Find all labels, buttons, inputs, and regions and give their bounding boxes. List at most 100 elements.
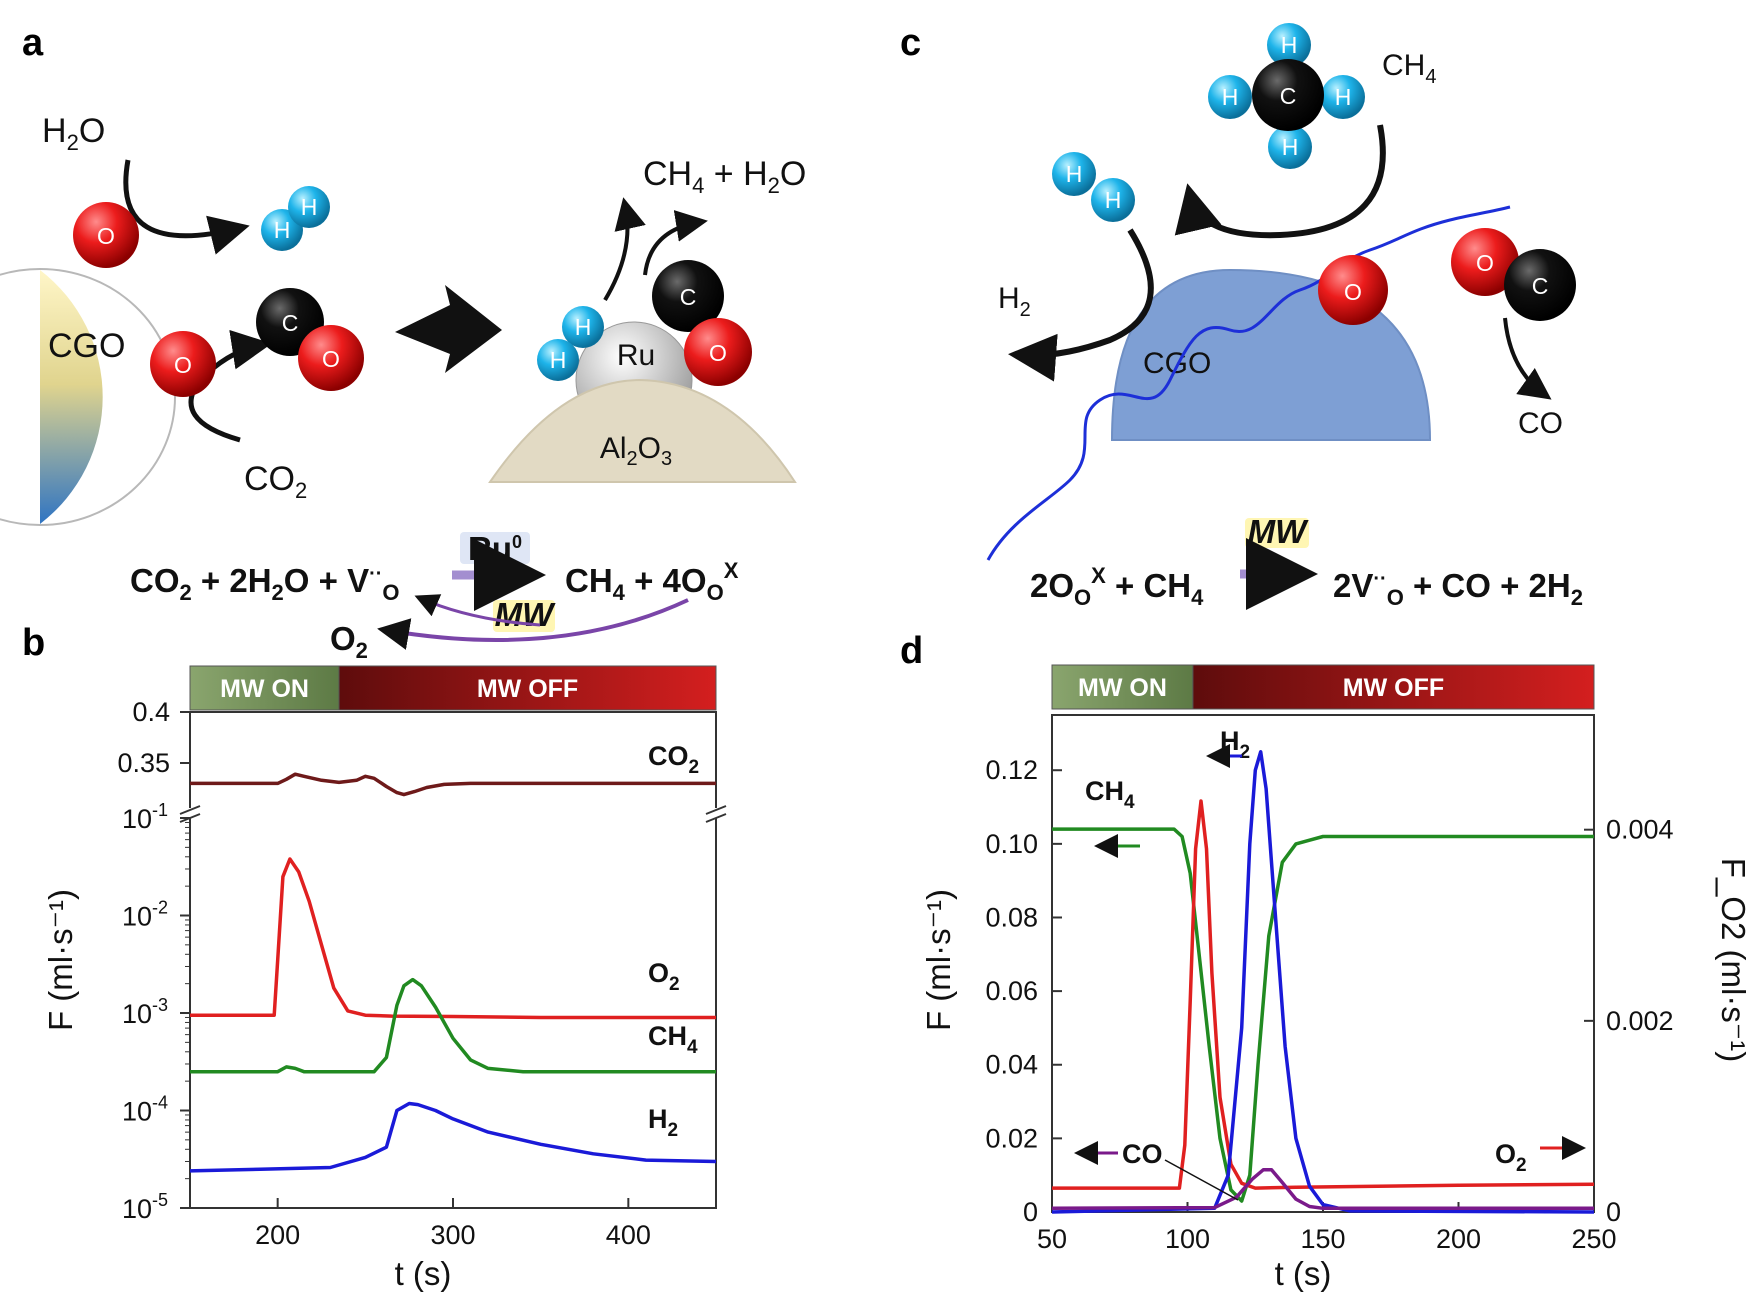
- y-axis-lower-b: 10-110-210-310-410-5: [122, 800, 190, 1224]
- y-axis-title-d: F (ml·s⁻¹): [920, 889, 957, 1031]
- y-tick-label: 10-5: [122, 1190, 168, 1224]
- y-tick-label: 0.02: [985, 1123, 1038, 1153]
- product-arrow: [643, 210, 708, 276]
- x-tick-label: 400: [606, 1220, 651, 1250]
- series-line: [189, 1101, 717, 1173]
- atom-c: C: [680, 284, 697, 310]
- series-d: [1051, 750, 1595, 1214]
- o2-byproduct: O2: [330, 620, 368, 663]
- series-line: [1052, 827, 1594, 1203]
- panel-label-c: c: [900, 22, 921, 64]
- panel-label-b: b: [22, 622, 45, 664]
- al2o3-label: Al2O3: [600, 432, 672, 470]
- plot-frame-b: [189, 711, 717, 1209]
- cgo-particle: [40, 270, 103, 524]
- scheme-a: CGO H2O O H H O C O CO2 Ru Al2O3 H: [0, 112, 806, 663]
- series-b: [189, 772, 717, 1173]
- y2-tick-label: 0.002: [1606, 1006, 1674, 1036]
- x-tick-label: 100: [1165, 1224, 1210, 1254]
- atom-h: H: [274, 217, 291, 243]
- panel-label-d: d: [900, 630, 923, 672]
- microwave-wave: [986, 205, 1511, 561]
- y-tick-label: 10-4: [122, 1093, 168, 1127]
- product-arrow: [603, 197, 646, 302]
- y2-axis-title-d: F_O2 (ml·s⁻¹): [1715, 858, 1746, 1062]
- series-line: [1051, 750, 1595, 1214]
- x-axis-title-b: t (s): [395, 1255, 452, 1292]
- phase-label: MW ON: [220, 675, 309, 703]
- atom-o: O: [174, 352, 192, 378]
- series-line: [190, 772, 716, 797]
- y-tick-label: 0.4: [132, 697, 170, 727]
- series-line: [1052, 799, 1595, 1190]
- series-line: [1051, 1167, 1594, 1211]
- co-arrow: [1503, 317, 1552, 400]
- al2o3-support: [488, 378, 797, 483]
- y-axis-left-d: 00.020.040.060.080.100.12: [985, 755, 1062, 1227]
- y-tick-label: 0.08: [985, 902, 1038, 932]
- phase-segment: [338, 665, 717, 711]
- x-tick-label: 150: [1300, 1224, 1345, 1254]
- atom-h: H: [301, 194, 318, 220]
- y2-tick-label: 0.004: [1606, 815, 1674, 845]
- y-tick-label: 10-3: [122, 995, 168, 1029]
- atom-o: O: [1344, 279, 1362, 305]
- series-label: CH4: [648, 1021, 698, 1058]
- h2-arrow: [1008, 228, 1154, 382]
- plot-frame-d: [1051, 714, 1595, 1213]
- x-tick-label: 300: [430, 1220, 475, 1250]
- y-tick-label: 0.10: [985, 829, 1038, 859]
- phase-segment: [1192, 664, 1595, 710]
- co2-label: CO2: [244, 460, 307, 503]
- mw-label-c: MW: [1248, 513, 1309, 550]
- y-axis-right-d: 0 0.002 0.004: [1584, 815, 1674, 1227]
- y2-tick-label: 0: [1606, 1197, 1621, 1227]
- y-tick-label: 0.12: [985, 755, 1038, 785]
- y-tick-label: 0.06: [985, 976, 1038, 1006]
- panel-label-a: a: [22, 22, 44, 64]
- x-tick-label: 250: [1571, 1224, 1616, 1254]
- atom-c: C: [282, 310, 299, 336]
- atom-h: H: [575, 314, 592, 340]
- products-label: CH4 + H2O: [643, 155, 806, 198]
- ch4-label-c: CH4: [1382, 49, 1436, 88]
- series-label: O2: [1495, 1139, 1527, 1176]
- atom-c: C: [1532, 273, 1549, 299]
- scheme-c: CGO O H H H H C CH4 H H H2 O C CO: [986, 23, 1583, 610]
- equation-a-lhs: CO2 + 2H2O + V··O: [130, 562, 400, 605]
- y-tick-label: 0.04: [985, 1050, 1038, 1080]
- series-label: CO: [1122, 1139, 1163, 1169]
- equation-c-rhs: 2V··O + CO + 2H2: [1333, 567, 1583, 610]
- atom-h: H: [550, 347, 567, 373]
- series-label: O2: [648, 958, 680, 995]
- atom-o: O: [322, 346, 340, 372]
- co-leader-line: [1164, 1159, 1239, 1201]
- y-axis-title-b: F (ml·s⁻¹): [42, 889, 79, 1031]
- series-line: [190, 977, 716, 1074]
- y-axis-upper-b: 0.4 0.35: [117, 697, 190, 778]
- atom-c: C: [1280, 83, 1297, 109]
- x-tick-label: 50: [1037, 1224, 1067, 1254]
- reaction-arrow: [395, 285, 502, 373]
- axis-break-b: [179, 805, 727, 823]
- h2o-arrow: [123, 159, 250, 255]
- y-tick-label: 0.35: [117, 748, 170, 778]
- x-axis-title-d: t (s): [1275, 1255, 1332, 1292]
- series-label: H2: [648, 1104, 678, 1141]
- series-label: CO2: [648, 741, 699, 778]
- atom-h: H: [1335, 84, 1352, 110]
- atom-h: H: [1222, 84, 1239, 110]
- atom-h: H: [1066, 161, 1083, 187]
- atom-h: H: [1281, 32, 1298, 58]
- h2-label-c: H2: [998, 282, 1031, 321]
- atom-o: O: [1476, 250, 1494, 276]
- y-tick-label: 10-1: [122, 800, 168, 834]
- phase-label: MW OFF: [1343, 674, 1444, 702]
